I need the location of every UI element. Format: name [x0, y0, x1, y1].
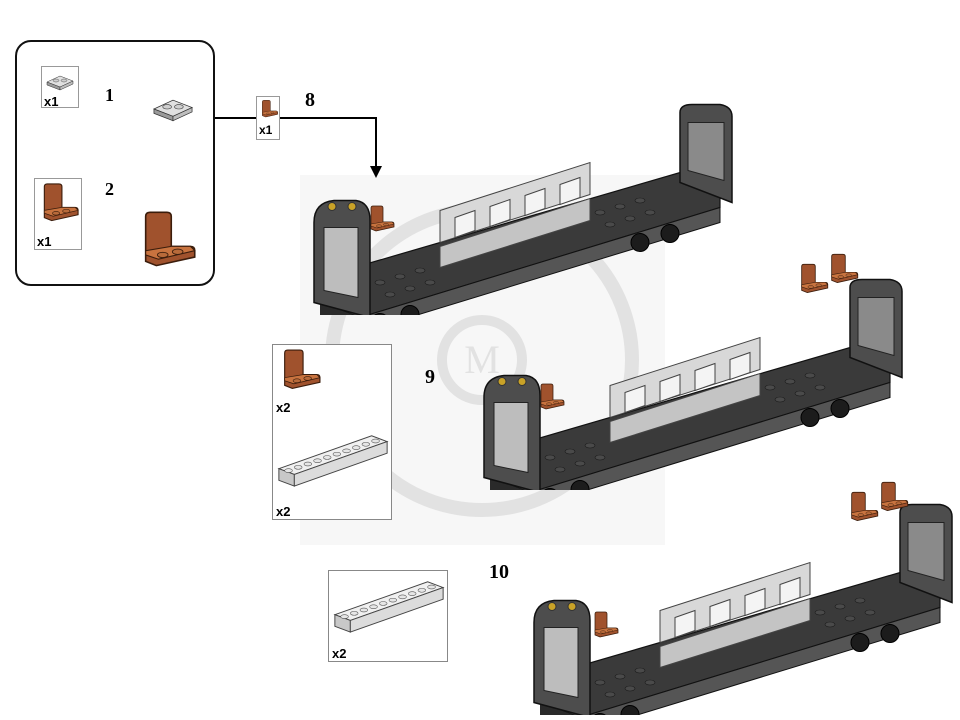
- step10-tram-model: [520, 405, 960, 715]
- substep2-number: 2: [105, 179, 114, 199]
- step8-callout-thumbnail: x1: [256, 96, 280, 140]
- step2-part-thumbnail: x1: [34, 178, 82, 250]
- step10-parts-box: x2: [328, 570, 448, 662]
- substep1-number: 1: [105, 85, 114, 105]
- step9-rear-seat-left: [796, 258, 830, 300]
- step10-brick-qty: x2: [332, 646, 347, 661]
- step10-rear-seat-right: [876, 476, 910, 518]
- step1-qty: x1: [44, 94, 59, 109]
- step9-rear-seat-right: [826, 248, 860, 290]
- step8-installed-seat: [366, 200, 396, 238]
- step8-callout-qty: x1: [259, 123, 273, 137]
- light-gray-brick-1x10-icon: [275, 427, 391, 491]
- step2-qty: x1: [37, 234, 52, 249]
- brown-seat-callout-icon: [259, 99, 279, 119]
- subassembly-panel: x1 1 x1 2: [15, 40, 215, 286]
- light-gray-brick-1x10-icon: [331, 573, 447, 637]
- step9-number: 9: [425, 366, 435, 388]
- svg-text:M: M: [464, 337, 500, 382]
- step8-number: 8: [305, 89, 315, 111]
- step1-part-thumbnail: x1: [41, 66, 79, 108]
- step10-front-seat: [590, 606, 620, 644]
- step9-parts-box: x2 x2: [272, 344, 392, 520]
- brown-seat-icon: [277, 347, 323, 393]
- step9-brick-qty: x2: [276, 504, 291, 519]
- step10-rear-seat-left: [846, 486, 880, 528]
- step10-number: 10: [489, 561, 509, 583]
- step9-seat-qty: x2: [276, 400, 291, 415]
